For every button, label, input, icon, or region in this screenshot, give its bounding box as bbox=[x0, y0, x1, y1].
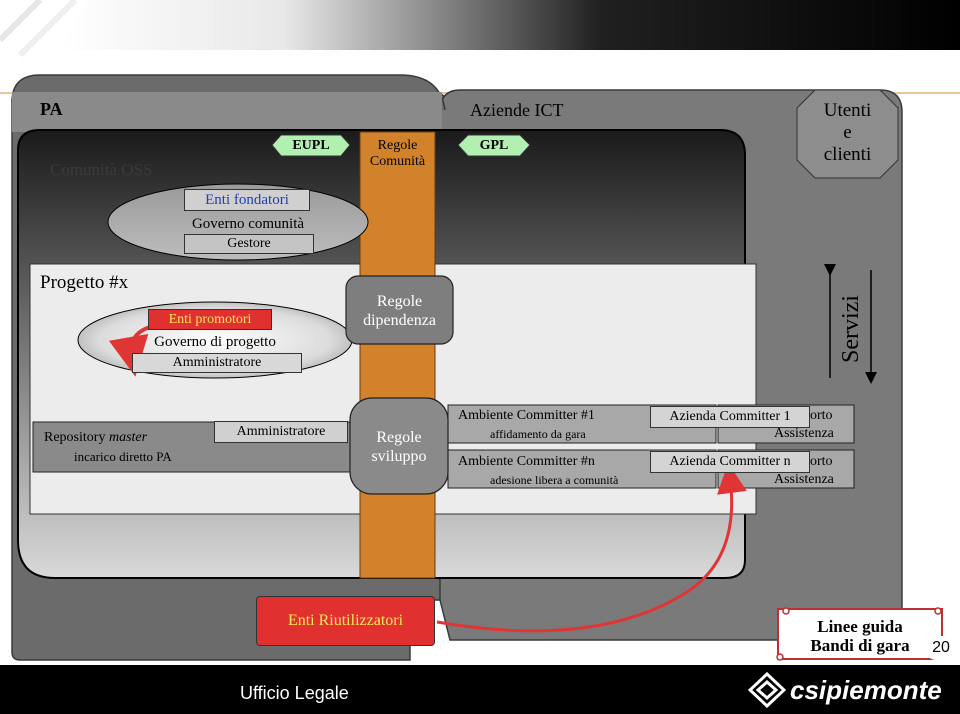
committer-n-subtitle: adesione libera a comunità bbox=[490, 473, 619, 487]
committer-1-subtitle: affidamento da gara bbox=[490, 427, 586, 441]
regole-sviluppo-line1: Regole bbox=[376, 429, 422, 446]
gestore-box: Gestore bbox=[184, 234, 314, 254]
regole-dipendenza: Regole dipendenza bbox=[346, 292, 453, 330]
azienda-committer-1: Azienda Committer 1 bbox=[650, 406, 810, 428]
enti-riutilizzatori-box: Enti Riutilizzatori bbox=[256, 596, 435, 646]
progetto-label: Progetto #x bbox=[40, 272, 129, 293]
amministratore-progetto-box: Amministratore bbox=[132, 353, 302, 373]
governo-comunita-label: Governo comunità bbox=[191, 215, 305, 232]
assistenza-1: Assistenza bbox=[774, 426, 834, 441]
repository-title-italic: master bbox=[108, 430, 148, 445]
enti-promotori-box: Enti promotori bbox=[148, 309, 272, 330]
csi-logo-icon bbox=[748, 672, 786, 708]
linee-guida-line2: Bandi di gara bbox=[810, 636, 910, 655]
footer-logo-text: csipiemonte bbox=[790, 674, 942, 705]
supporto-n: orto bbox=[810, 454, 833, 469]
utenti-line2: e bbox=[843, 122, 852, 143]
repository-title: Repository master bbox=[44, 430, 147, 446]
enti-fondatori-box: Enti fondatori bbox=[184, 189, 310, 211]
pa-label: PA bbox=[40, 99, 63, 119]
riuso-arrow bbox=[436, 463, 747, 633]
regole-comunita: Regole Comunità bbox=[360, 138, 435, 170]
footer-office: Ufficio Legale bbox=[240, 683, 349, 703]
regole-comunita-line2: Comunità bbox=[369, 154, 426, 169]
utenti-clienti-label: Utenti e clienti bbox=[797, 100, 898, 166]
azienda-committer-n: Azienda Committer n bbox=[650, 451, 810, 473]
repository-amministratore: Amministratore bbox=[214, 421, 348, 443]
assistenza-n: Assistenza bbox=[774, 472, 834, 487]
servizi-label: Servizi bbox=[838, 295, 864, 363]
regole-sviluppo-line2: sviluppo bbox=[371, 448, 427, 465]
aziende-ict-label: Aziende ICT bbox=[470, 100, 564, 120]
page-number: 20 bbox=[926, 636, 956, 660]
utenti-octagon bbox=[796, 89, 899, 179]
regole-dipendenza-line1: Regole bbox=[376, 293, 423, 310]
linee-guida-line1: Linee guida bbox=[817, 617, 903, 636]
repository-title-plain: Repository bbox=[44, 430, 109, 445]
comunita-oss-label: Comunità OSS bbox=[50, 160, 153, 179]
regole-sviluppo: Regole sviluppo bbox=[350, 428, 448, 466]
regole-dipendenza-line2: dipendenza bbox=[363, 312, 436, 329]
utenti-line3: clienti bbox=[823, 144, 872, 165]
linee-guida-scroll bbox=[777, 608, 943, 660]
orange-column bbox=[359, 131, 436, 579]
eupl-badge: EUPL bbox=[292, 137, 330, 153]
governo-progetto-label: Governo di progetto bbox=[154, 333, 276, 350]
linee-guida-label: Linee guida Bandi di gara bbox=[780, 617, 940, 655]
committer-n-title: Ambiente Committer #n bbox=[458, 454, 595, 469]
committer-1-title: Ambiente Committer #1 bbox=[458, 408, 595, 423]
footer-logo: csipiemonte bbox=[748, 672, 942, 708]
gpl-badge: GPL bbox=[479, 137, 509, 153]
regole-comunita-line1: Regole bbox=[377, 138, 418, 153]
header-banner bbox=[0, 0, 960, 62]
repository-subtitle: incarico diretto PA bbox=[74, 449, 172, 464]
utenti-line1: Utenti bbox=[823, 100, 872, 121]
supporto-1: orto bbox=[810, 408, 833, 423]
